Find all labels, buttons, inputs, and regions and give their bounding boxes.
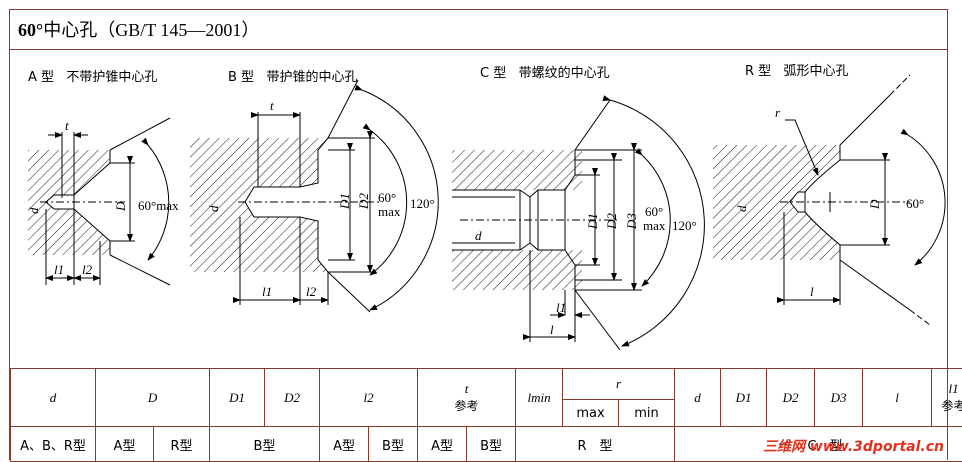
th-D: D (94, 368, 211, 427)
b-label-d: d (206, 205, 221, 212)
th-l1-text: l1 (948, 381, 959, 396)
b-label-t: t (270, 98, 274, 113)
th-lmin: lmin (515, 368, 564, 427)
th-t: t 参考 (417, 368, 517, 427)
td-c-type: C 型 (674, 426, 962, 462)
type-r-drawing (713, 74, 946, 326)
td-a-type-2: A型 (319, 426, 370, 462)
r-label-r: r (775, 105, 781, 120)
th-t-text: t (464, 381, 469, 396)
r-label-60: 60° (906, 196, 924, 211)
th-r: r (562, 368, 676, 400)
a-label-t: t (65, 118, 69, 133)
td-a-type-3: A型 (417, 426, 468, 462)
a-label-D: D (113, 201, 128, 212)
th-D1b: D1 (720, 368, 768, 427)
a-label-60max: 60°max (138, 198, 179, 213)
th-D1-text: D1 (229, 389, 245, 405)
th-r-min: min (618, 399, 676, 427)
td-a-type: A型 (95, 426, 154, 462)
a-label-l1: l1 (54, 262, 64, 277)
b-label-l1: l1 (262, 284, 272, 299)
watermark: 三维网 www.3dportal.cn (763, 439, 944, 455)
b-label-D1: D1 (337, 193, 352, 210)
spec-table: d D D1 D2 l2 t 参考 lmin r d D1 D2 D3 l l1 参… (10, 368, 962, 462)
a-label-l2: l2 (82, 262, 93, 277)
td-b-type: B型 (209, 426, 321, 462)
c-label-120: 120° (672, 218, 697, 233)
page-frame (9, 9, 948, 460)
th-l1-ref: 参考 (941, 399, 962, 413)
td-b-type-3: B型 (466, 426, 517, 462)
th-l2-text: l2 (363, 389, 374, 405)
type-b-label: B 型 带护锥的中心孔 (228, 70, 358, 85)
th-d: d (10, 368, 96, 427)
b-label-max: max (378, 204, 401, 219)
center-hole-drawings: t d D 60°max l1 l2 t d D1 D2 60° max 120… (26, 74, 946, 351)
c-label-l1: l1 (556, 300, 566, 315)
th-D1: D1 (209, 368, 266, 427)
th-d2: d (674, 368, 722, 427)
a-label-d: d (26, 207, 41, 214)
b-label-l2: l2 (306, 284, 317, 299)
td-r-type: R型 (152, 426, 211, 462)
th-lmin-text: lmin (527, 389, 551, 405)
type-c-drawing (452, 95, 705, 351)
title-bold: 60° (18, 20, 44, 40)
type-c-label: C 型 带螺纹的中心孔 (480, 66, 610, 81)
th-r-max: max (562, 399, 620, 427)
th-D2: D2 (264, 368, 321, 427)
b-label-D2: D2 (356, 193, 371, 210)
c-label-max: max (643, 218, 666, 233)
c-label-d: d (475, 228, 482, 243)
td-b-type-2: B型 (368, 426, 419, 462)
r-label-D: D (867, 199, 882, 210)
c-label-D3: D3 (624, 213, 639, 230)
c-label-l: l (550, 322, 554, 337)
th-D2b: D2 (766, 368, 816, 427)
th-l1: l1 参考 (931, 368, 962, 427)
c-label-D1: D1 (585, 213, 600, 230)
c-label-D2: D2 (604, 213, 619, 230)
th-D3: D3 (814, 368, 864, 427)
th-l2: l2 (319, 368, 419, 427)
b-label-120: 120° (410, 196, 435, 211)
th-D2-text: D2 (284, 389, 300, 405)
c-label-60: 60° (645, 204, 663, 219)
type-a-label: A 型 不带护锥中心孔 (28, 70, 158, 85)
r-label-l: l (810, 284, 814, 299)
td-abr-type: A、B、R型 (10, 426, 96, 462)
page-title: 60°中心孔（GB/T 145—2001） (10, 10, 947, 50)
th-t-ref: 参考 (454, 399, 479, 413)
b-label-60: 60° (378, 190, 396, 205)
type-r-label: R 型 弧形中心孔 (745, 64, 849, 79)
type-b-drawing (190, 79, 439, 313)
td-r-type-2: R 型 (515, 426, 676, 462)
title-text: 中心孔（GB/T 145—2001） (43, 20, 260, 40)
th-l: l (862, 368, 933, 427)
r-label-d: d (734, 205, 749, 212)
type-a-drawing (28, 117, 171, 286)
